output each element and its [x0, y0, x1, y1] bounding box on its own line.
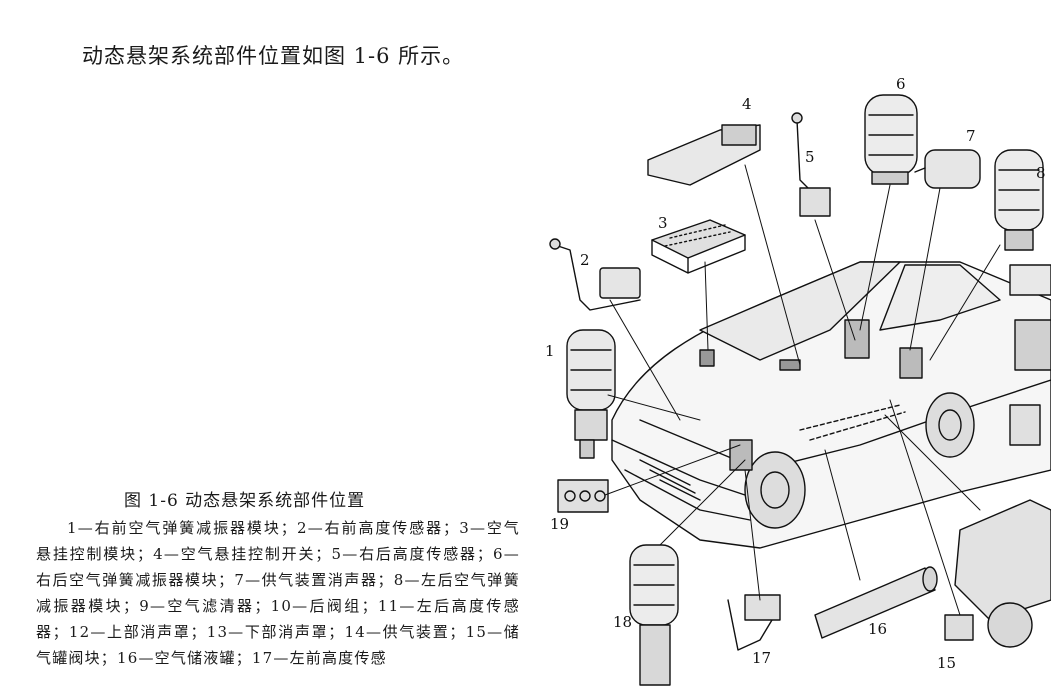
- callout-4: 4: [742, 95, 752, 113]
- part-17-sensor: [727, 594, 781, 651]
- callout-numbers: 1 2 3 4 5 6 7 8 15 16 17 18 19: [545, 75, 1046, 672]
- callout-2: 2: [580, 251, 590, 269]
- figure-legend: 1—右前空气弹簧减振器模块；2—右前高度传感器；3—空气悬挂控制模块；4—空气悬…: [36, 519, 520, 667]
- part-14-supply: [944, 264, 1051, 648]
- part-4-switch: [647, 124, 761, 186]
- part-1-strut: [566, 329, 616, 459]
- callout-3: 3: [658, 214, 668, 232]
- part-19-valve-block: [557, 479, 609, 513]
- intro-paragraph: 动态悬架系统部件位置如图 1-6 所示。: [82, 44, 465, 68]
- part-3-module: [651, 219, 746, 274]
- callout-8: 8: [1036, 164, 1046, 182]
- part-16-reservoir: [814, 566, 938, 639]
- part-5-sensor: [791, 112, 831, 217]
- vehicle-illustration: [611, 261, 1051, 549]
- part-7-muffler: [914, 149, 981, 189]
- callout-17: 17: [752, 649, 771, 667]
- callout-15: 15: [937, 654, 956, 672]
- part-18-strut: [629, 544, 679, 686]
- callout-18: 18: [613, 613, 632, 631]
- callout-6: 6: [896, 75, 906, 93]
- part-2-sensor: [549, 238, 641, 311]
- part-8-spring: [994, 149, 1044, 251]
- callout-7: 7: [966, 127, 976, 145]
- callout-16: 16: [868, 620, 887, 638]
- callout-1: 1: [545, 342, 555, 360]
- figure-caption: 图 1-6 动态悬架系统部件位置: [124, 491, 366, 511]
- callout-5: 5: [805, 148, 815, 166]
- callout-19: 19: [550, 515, 569, 533]
- part-6-spring: [864, 94, 918, 185]
- leader-lines: [604, 164, 1001, 616]
